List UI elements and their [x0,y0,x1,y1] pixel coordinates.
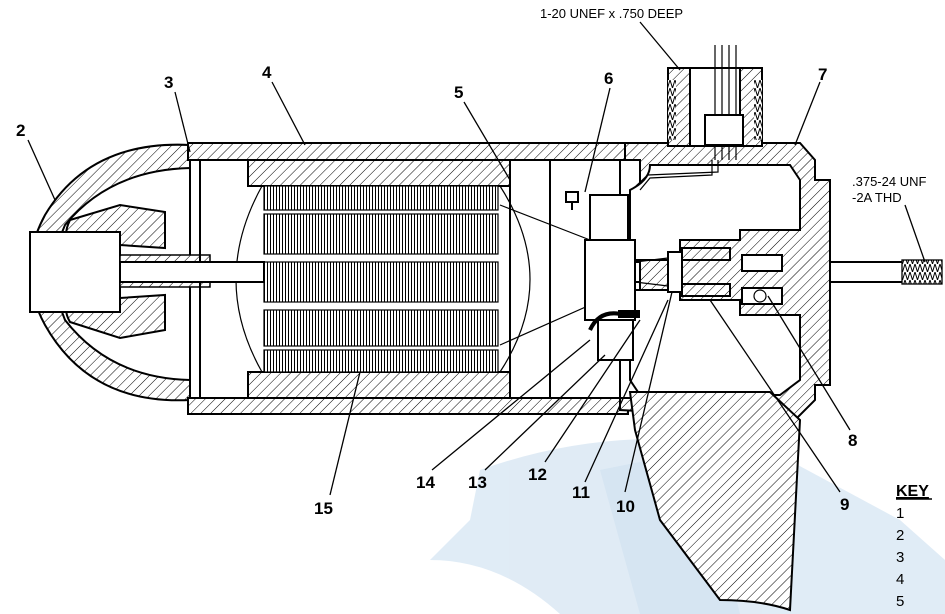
callout-14: 14 [416,473,435,492]
callout-4: 4 [262,63,272,82]
callout-7: 7 [818,65,827,84]
callout-8: 8 [848,431,857,450]
key-item-1: 1 [896,505,904,522]
shaft-thread-spec-line2: -2A THD [852,190,902,205]
callout-13: 13 [468,473,487,492]
callout-6: 6 [604,69,613,88]
key-title: KEY [896,483,929,500]
mounting-bracket [628,391,802,612]
key-item-5: 5 [896,593,904,610]
callout-15: 15 [314,499,333,518]
callout-10: 10 [616,497,635,516]
brush-assembly [565,191,731,398]
shaft-thread-spec-line1: .375-24 UNF [852,174,926,189]
key-item-2: 2 [896,527,904,544]
top-port-spec: 1-20 UNEF x .750 DEEP [540,6,683,21]
callout-2: 2 [16,121,25,140]
callout-9: 9 [840,495,849,514]
callout-5: 5 [454,83,463,102]
rotor-laminations [235,185,531,373]
key-item-4: 4 [896,571,904,588]
callout-3: 3 [164,73,173,92]
callout-11: 11 [572,483,590,502]
key-item-3: 3 [896,549,904,566]
end-bell [619,142,831,422]
housing-tube [187,142,629,415]
callout-12: 12 [528,465,547,484]
leader-lines [27,21,926,496]
key-legend: KEY 1 2 3 4 5 [896,483,932,610]
